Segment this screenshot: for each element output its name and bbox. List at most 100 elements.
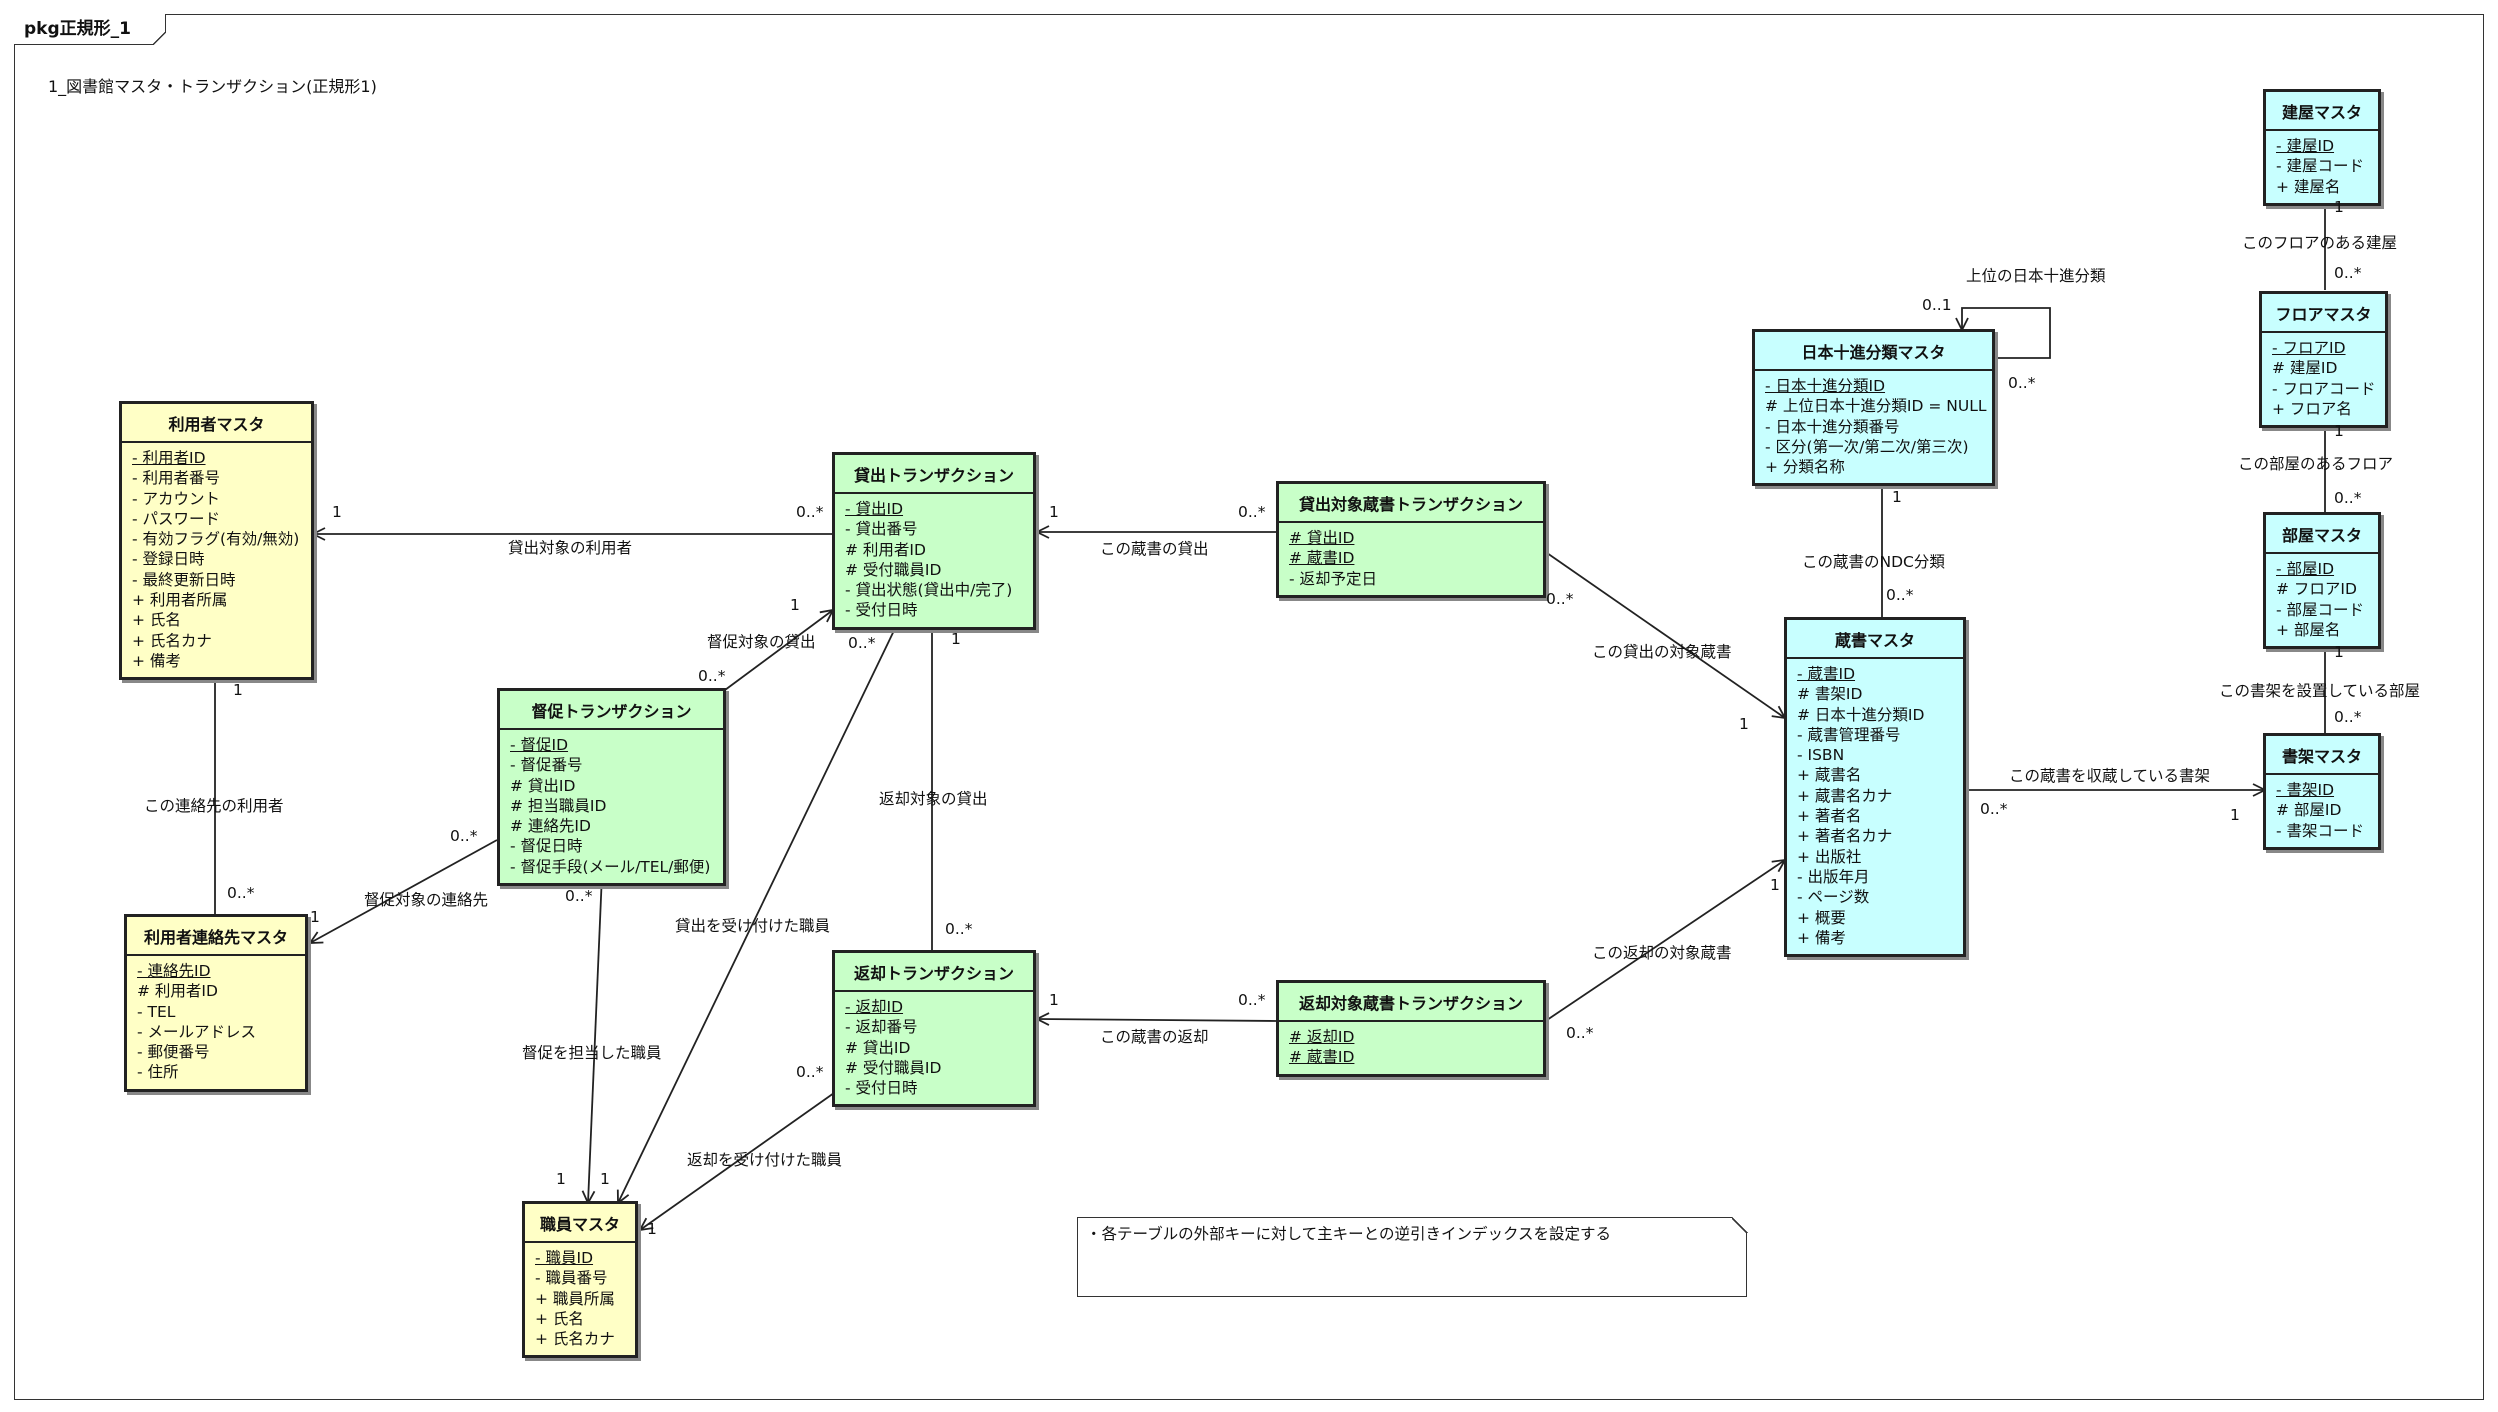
class-attribute: - 最終更新日時 xyxy=(132,570,236,589)
class-shoka[interactable]: 書架マスタ - 書架ID# 部屋ID- 書架コード xyxy=(2263,733,2381,850)
multiplicity: 1 xyxy=(332,503,342,521)
multiplicity: 1 xyxy=(1739,715,1749,733)
class-attribute: - 利用者ID xyxy=(132,449,206,467)
multiplicity: 0..* xyxy=(2334,264,2362,282)
class-attribute: - ページ数 xyxy=(1797,888,1870,907)
multiplicity: 1 xyxy=(2334,198,2344,216)
class-attributes: - 書架ID# 部屋ID- 書架コード xyxy=(2266,775,2378,847)
class-title: 貸出トランザクション xyxy=(835,455,1033,494)
multiplicity: 1 xyxy=(1892,488,1902,506)
class-renrakusaki[interactable]: 利用者連絡先マスタ - 連絡先ID# 利用者ID- TEL- メールアドレス- … xyxy=(124,914,308,1092)
class-attribute: - 利用者番号 xyxy=(132,469,221,488)
multiplicity: 0..* xyxy=(227,884,255,902)
class-title: 日本十進分類マスタ xyxy=(1755,332,1992,371)
multiplicity: 1 xyxy=(1770,876,1780,894)
class-attributes: - 日本十進分類ID# 上位日本十進分類ID = NULL- 日本十進分類番号-… xyxy=(1755,371,1992,483)
multiplicity: 1 xyxy=(600,1170,610,1188)
class-attributes: - 督促ID- 督促番号# 貸出ID# 担当職員ID# 連絡先ID- 督促日時-… xyxy=(500,730,723,883)
class-attribute: - フロアコード xyxy=(2272,379,2376,398)
class-title: 建屋マスタ xyxy=(2266,92,2378,131)
assoc-label: この蔵書のNDC分類 xyxy=(1802,553,1945,571)
class-attribute: - 返却番号 xyxy=(845,1018,918,1037)
class-attribute: # 日本十進分類ID xyxy=(1797,705,1925,724)
class-title: 返却対象蔵書トランザクション xyxy=(1279,983,1543,1022)
multiplicity: 1 xyxy=(233,681,243,699)
assoc-label: 督促対象の連絡先 xyxy=(364,891,489,909)
class-henkyaku-zousho[interactable]: 返却対象蔵書トランザクション # 返却ID# 蔵書ID xyxy=(1276,980,1546,1077)
multiplicity: 0..* xyxy=(848,634,876,652)
class-attributes: - 蔵書ID# 書架ID# 日本十進分類ID- 蔵書管理番号- ISBN+ 蔵書… xyxy=(1787,659,1963,954)
class-riyousha[interactable]: 利用者マスタ - 利用者ID- 利用者番号- アカウント- パスワード- 有効フ… xyxy=(119,401,314,681)
edge-kashidashi-shokuin xyxy=(618,613,903,1203)
class-henkyaku[interactable]: 返却トランザクション - 返却ID- 返却番号# 貸出ID# 受付職員ID- 受… xyxy=(832,950,1036,1108)
class-attribute: - 返却予定日 xyxy=(1289,569,1378,588)
multiplicity: 1 xyxy=(2230,806,2240,824)
class-attribute: - 督促ID xyxy=(510,736,569,754)
class-attribute: - TEL xyxy=(137,1002,176,1021)
class-heya[interactable]: 部屋マスタ - 部屋ID# フロアID- 部屋コード+ 部屋名 xyxy=(2263,512,2381,650)
class-attribute: - 書架コード xyxy=(2276,821,2365,840)
class-attribute: - 蔵書管理番号 xyxy=(1797,725,1901,744)
class-floor[interactable]: フロアマスタ - フロアID# 建屋ID- フロアコード+ フロア名 xyxy=(2259,291,2388,429)
class-attributes: - 職員ID- 職員番号+ 職員所属+ 氏名+ 氏名カナ xyxy=(525,1243,635,1355)
class-attribute: + 氏名 xyxy=(132,611,181,630)
class-attribute: - 区分(第一次/第二次/第三次) xyxy=(1765,437,1969,456)
class-attribute: - 日本十進分類ID xyxy=(1765,377,1886,395)
class-title: 職員マスタ xyxy=(525,1204,635,1243)
assoc-label: 上位の日本十進分類 xyxy=(1966,267,2106,285)
class-attribute: - 連絡先ID xyxy=(137,962,211,980)
class-ndc[interactable]: 日本十進分類マスタ - 日本十進分類ID# 上位日本十進分類ID = NULL-… xyxy=(1752,329,1995,487)
class-attribute: # 部屋ID xyxy=(2276,801,2342,820)
multiplicity: 0..* xyxy=(2334,489,2362,507)
class-attribute: - 日本十進分類番号 xyxy=(1765,417,1900,436)
class-attribute: + 著者名 xyxy=(1797,807,1862,826)
class-attribute: # 受付職員ID xyxy=(845,1058,942,1077)
class-attributes: - 建屋ID- 建屋コード+ 建屋名 xyxy=(2266,131,2378,203)
class-attribute: # 蔵書ID xyxy=(1289,549,1355,568)
class-attributes: - フロアID# 建屋ID- フロアコード+ フロア名 xyxy=(2262,333,2385,425)
note: ・各テーブルの外部キーに対して主キーとの逆引きインデックスを設定する xyxy=(1077,1216,1748,1297)
class-attribute: - 蔵書ID xyxy=(1797,665,1856,683)
class-attributes: # 返却ID# 蔵書ID xyxy=(1279,1022,1543,1074)
class-tokusoku[interactable]: 督促トランザクション - 督促ID- 督促番号# 貸出ID# 担当職員ID# 連… xyxy=(497,688,726,887)
assoc-label: このフロアのある建屋 xyxy=(2242,234,2398,252)
assoc-label: この貸出の対象蔵書 xyxy=(1592,643,1732,661)
class-tateya[interactable]: 建屋マスタ - 建屋ID- 建屋コード+ 建屋名 xyxy=(2263,89,2381,206)
class-attribute: - 出版年月 xyxy=(1797,867,1870,886)
multiplicity: 0..* xyxy=(2008,374,2036,392)
multiplicity: 1 xyxy=(310,908,320,926)
multiplicity: 0..1 xyxy=(1922,296,1952,314)
multiplicity: 0..* xyxy=(565,887,593,905)
class-attribute: # 蔵書ID xyxy=(1289,1048,1355,1067)
class-attribute: - 郵便番号 xyxy=(137,1043,210,1062)
class-shokuin[interactable]: 職員マスタ - 職員ID- 職員番号+ 職員所属+ 氏名+ 氏名カナ xyxy=(522,1201,638,1359)
class-attribute: - 貸出ID xyxy=(845,500,904,518)
class-attribute: + 概要 xyxy=(1797,908,1846,927)
multiplicity: 0..* xyxy=(450,827,478,845)
class-attribute: - 貸出番号 xyxy=(845,520,918,539)
class-attribute: - 部屋コード xyxy=(2276,600,2365,619)
class-attribute: + 分類名称 xyxy=(1765,458,1845,477)
class-attribute: + 氏名カナ xyxy=(132,631,212,650)
package-frame xyxy=(14,14,2484,1400)
class-attribute: # フロアID xyxy=(2276,580,2357,599)
multiplicity: 0..* xyxy=(1980,800,2008,818)
class-kashidashi[interactable]: 貸出トランザクション - 貸出ID- 貸出番号# 利用者ID# 受付職員ID- … xyxy=(832,452,1036,630)
multiplicity: 0..* xyxy=(796,503,824,521)
class-attribute: + 職員所属 xyxy=(535,1289,615,1308)
class-attribute: + 蔵書名 xyxy=(1797,766,1862,785)
assoc-label: 返却を受け付けた職員 xyxy=(687,1151,843,1169)
class-title: 利用者マスタ xyxy=(122,404,311,443)
class-attribute: - 有効フラグ(有効/無効) xyxy=(132,530,300,549)
multiplicity: 1 xyxy=(1049,991,1059,1009)
class-kashidashi-zousho[interactable]: 貸出対象蔵書トランザクション # 貸出ID# 蔵書ID- 返却予定日 xyxy=(1276,481,1546,598)
edge-kzousho-zousho xyxy=(1546,552,1785,718)
multiplicity: 1 xyxy=(556,1170,566,1188)
class-zousho[interactable]: 蔵書マスタ - 蔵書ID# 書架ID# 日本十進分類ID- 蔵書管理番号- IS… xyxy=(1784,617,1966,958)
multiplicity: 1 xyxy=(1049,503,1059,521)
class-title: フロアマスタ xyxy=(2262,294,2385,333)
class-attribute: + 著者名カナ xyxy=(1797,827,1893,846)
class-attribute: - 督促手段(メール/TEL/郵便) xyxy=(510,857,711,876)
class-title: 貸出対象蔵書トランザクション xyxy=(1279,484,1543,523)
